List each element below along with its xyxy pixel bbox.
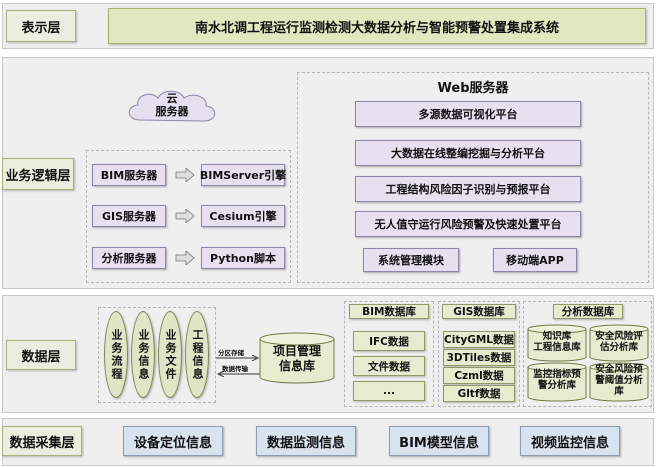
cloud-server-label: 云 服务器 bbox=[155, 92, 189, 118]
bim-db-item: 文件数据 bbox=[353, 356, 425, 376]
flow-business-process: 业务流程 bbox=[104, 311, 128, 398]
gis-db-panel bbox=[438, 301, 520, 407]
platform-risk-factor: 工程结构风险因子识别与预报平台 bbox=[355, 176, 581, 202]
web-server-panel bbox=[297, 72, 649, 283]
knowledge-db: 知识库 工程信息库 bbox=[533, 331, 581, 353]
system-management-module: 系统管理模块 bbox=[363, 248, 459, 272]
data-layer-label: 数据层 bbox=[6, 340, 76, 370]
database-cylinder-icon bbox=[527, 324, 587, 362]
database-cylinder-icon bbox=[589, 362, 649, 402]
arrow-label-data-transfer: 数据传输 bbox=[222, 365, 248, 373]
database-cylinder-icon bbox=[259, 332, 335, 384]
arrow-label-partition-storage: 分区存储 bbox=[218, 349, 244, 357]
database-cylinder-icon bbox=[527, 362, 587, 402]
cesium-engine: Cesium引擎 bbox=[201, 205, 285, 227]
gis-server: GIS服务器 bbox=[92, 205, 166, 227]
gis-db-item: CityGML数据 bbox=[443, 331, 515, 348]
monitoring-indicator-db: 监控指标预 警分析库 bbox=[533, 369, 581, 391]
arrow-left-icon bbox=[216, 371, 260, 377]
python-script: Python脚本 bbox=[201, 247, 285, 269]
database-cylinder-icon bbox=[589, 324, 649, 362]
mobile-app-module: 移动端APP bbox=[493, 248, 577, 272]
device-positioning-info: 设备定位信息 bbox=[123, 426, 223, 456]
gis-db-title: GIS数据库 bbox=[442, 304, 516, 319]
flow-engineering-info: 工程信息 bbox=[185, 311, 209, 398]
business-layer-label: 业务逻辑层 bbox=[2, 158, 74, 190]
cloud-icon bbox=[128, 90, 216, 122]
bimserver-engine: BIMServer引擎 bbox=[200, 164, 286, 186]
flow-business-info: 业务信息 bbox=[131, 311, 155, 398]
acquisition-layer-label: 数据采集层 bbox=[2, 426, 82, 456]
gis-db-item: Gltf数据 bbox=[443, 385, 515, 402]
arrow-right-icon bbox=[174, 166, 196, 184]
bim-model-info: BIM模型信息 bbox=[389, 426, 489, 456]
arrow-right-icon bbox=[216, 355, 260, 361]
project-management-db: 项目管理 信息库 bbox=[272, 344, 321, 373]
gis-db-item: 3DTiles数据 bbox=[443, 349, 515, 366]
flow-business-file: 业务文件 bbox=[158, 311, 182, 398]
bim-server: BIM服务器 bbox=[92, 164, 166, 186]
platform-bigdata: 大数据在线整编挖掘与分析平台 bbox=[355, 140, 581, 166]
data-monitoring-info: 数据监测信息 bbox=[256, 426, 356, 456]
safety-risk-assessment-db: 安全风险评 估分析库 bbox=[595, 331, 643, 353]
servers-panel bbox=[86, 150, 291, 283]
bim-db-item: ... bbox=[353, 381, 425, 401]
system-title: 南水北调工程运行监测检测大数据分析与智能预警处置集成系统 bbox=[108, 8, 646, 44]
arrow-right-icon bbox=[174, 249, 196, 267]
risk-threshold-db: 安全风险预 警阈值分析 库 bbox=[595, 364, 643, 397]
bim-db-panel bbox=[344, 301, 434, 407]
bim-db-title: BIM数据库 bbox=[349, 304, 429, 319]
arrow-right-icon bbox=[174, 207, 196, 225]
analysis-db-panel bbox=[523, 301, 652, 407]
platform-visualization: 多源数据可视化平台 bbox=[355, 101, 581, 127]
analysis-server: 分析服务器 bbox=[92, 247, 166, 269]
gis-db-item: Czml数据 bbox=[443, 367, 515, 384]
presentation-layer-label: 表示层 bbox=[6, 10, 76, 42]
analysis-db-title: 分析数据库 bbox=[553, 304, 623, 319]
bim-db-item: IFC数据 bbox=[353, 331, 425, 351]
video-surveillance-info: 视频监控信息 bbox=[520, 426, 620, 456]
business-flows-panel bbox=[98, 307, 216, 403]
web-server-title: Web服务器 bbox=[437, 81, 509, 96]
platform-early-warning: 无人值守运行风险预警及快速处置平台 bbox=[355, 211, 581, 237]
